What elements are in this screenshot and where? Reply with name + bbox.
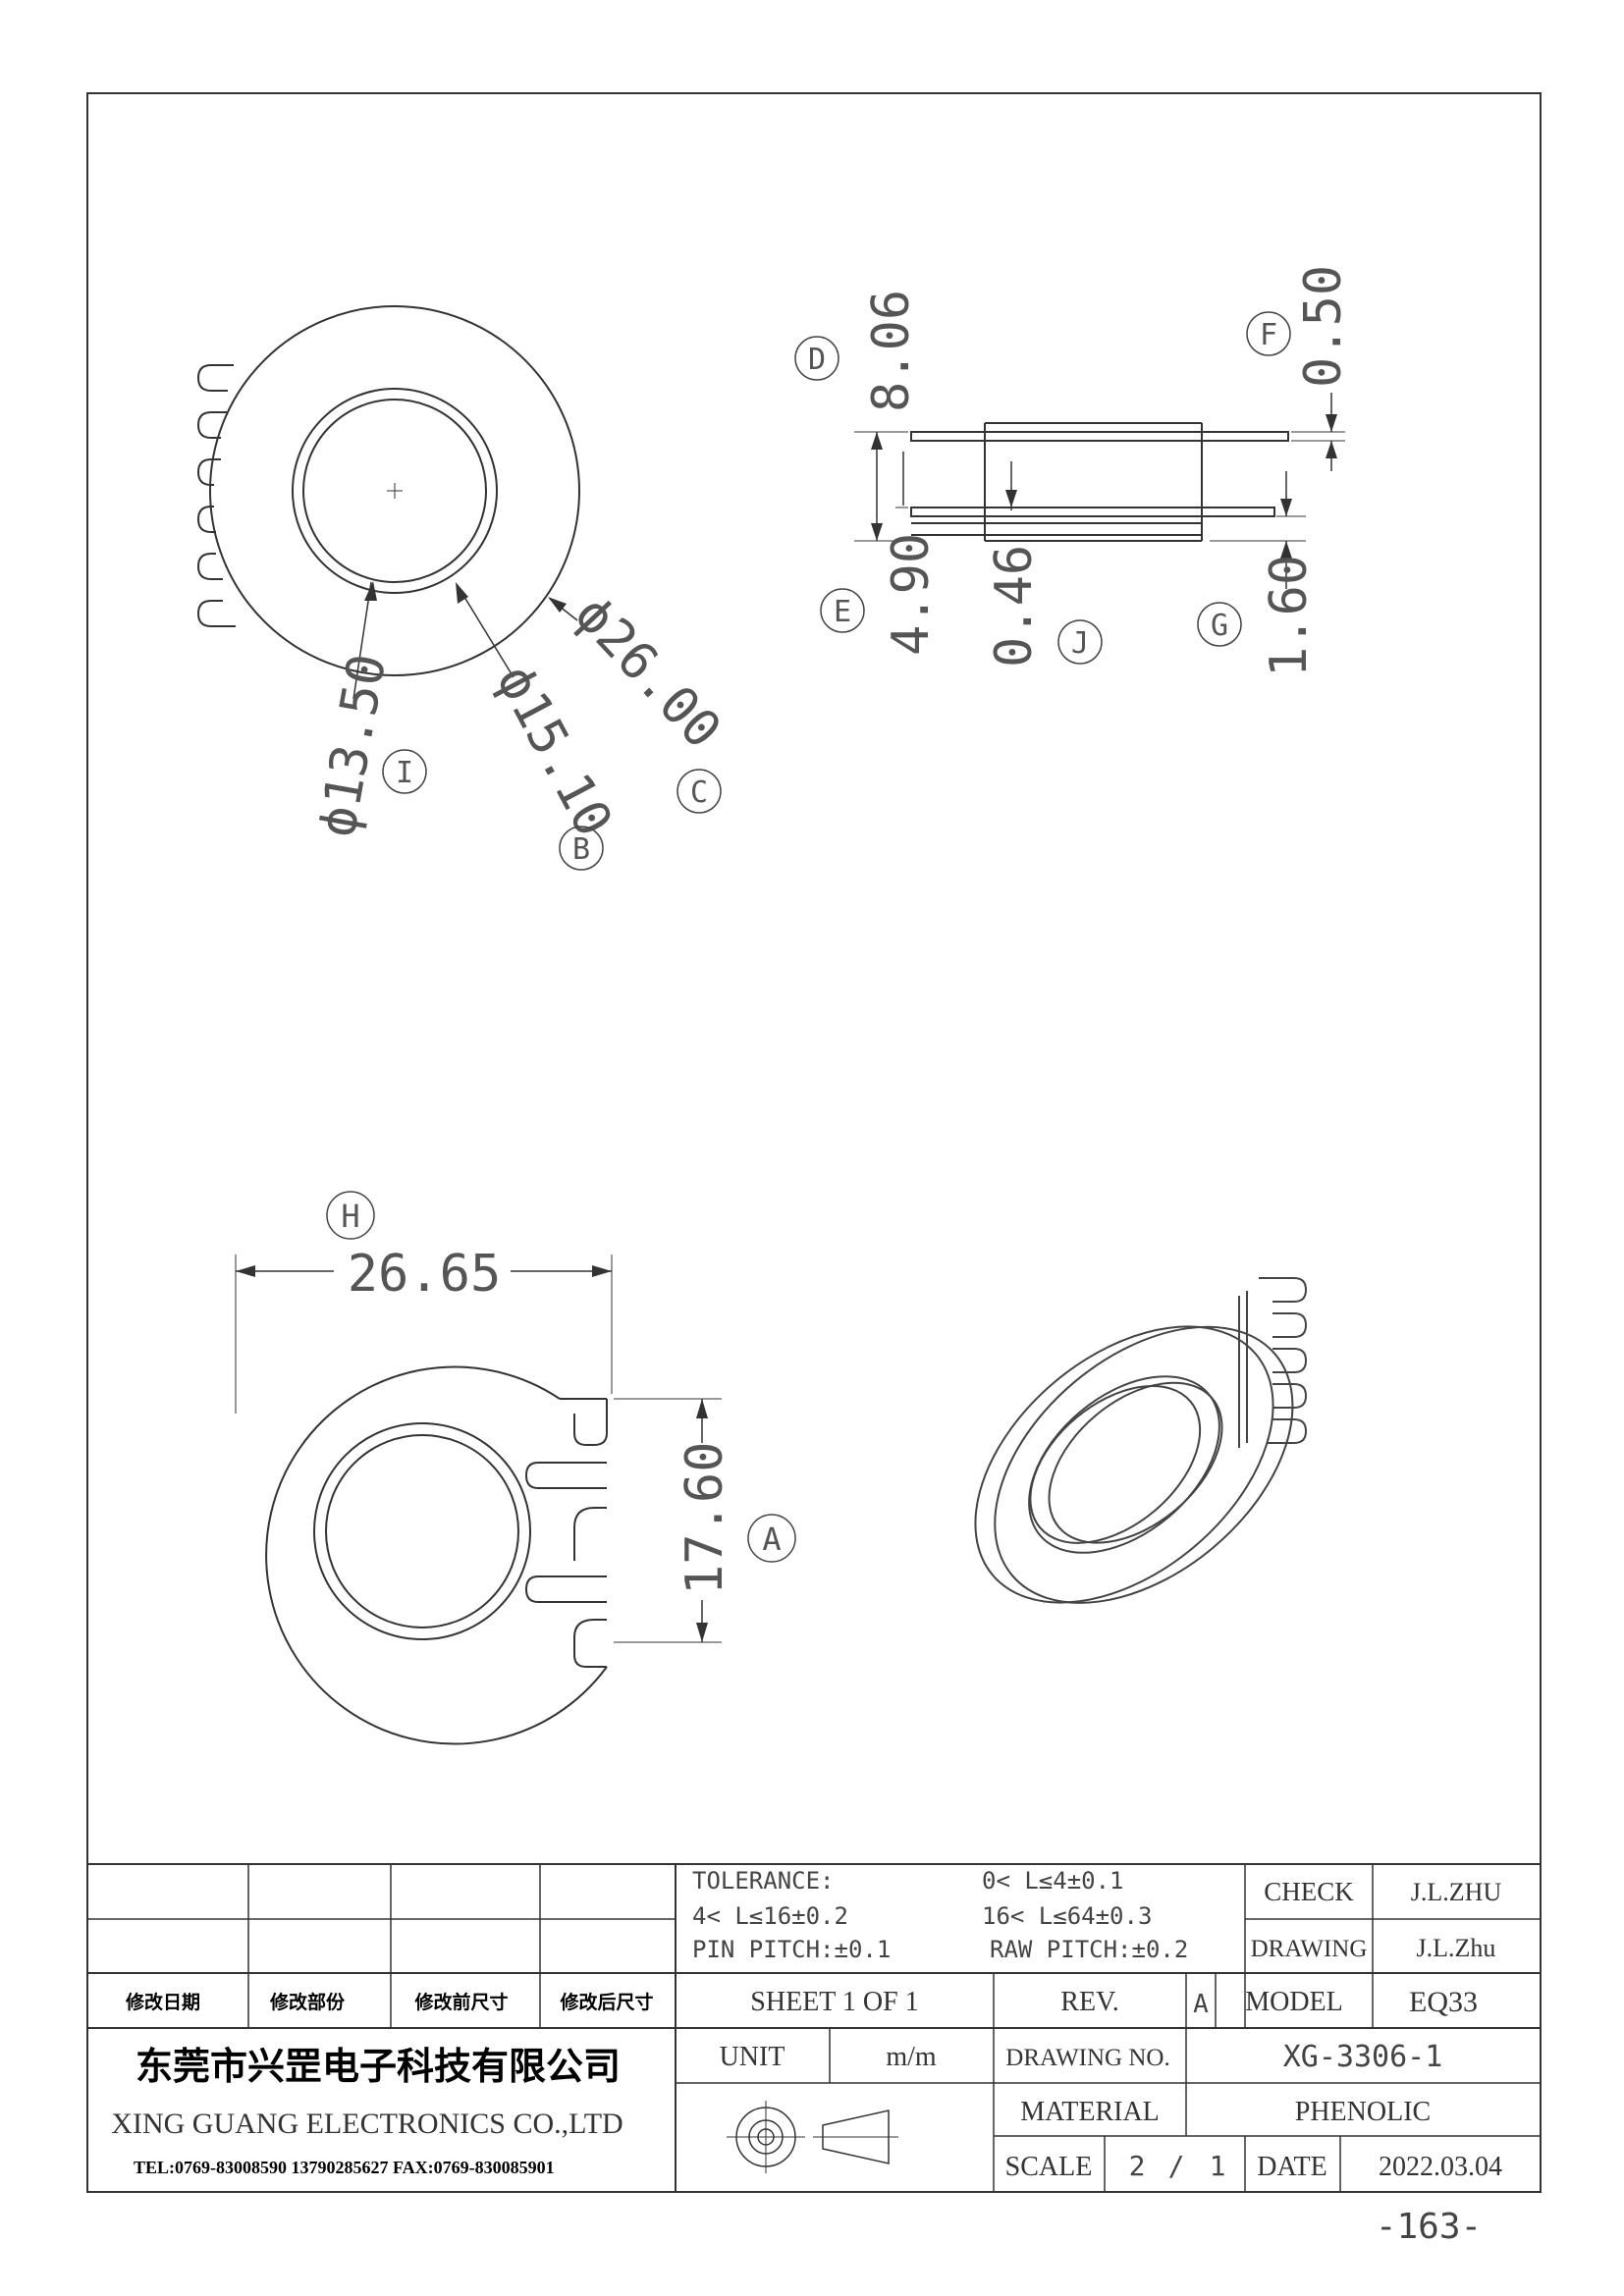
scale-den: 1: [1210, 2150, 1226, 2182]
drawing-value: J.L.Zhu: [1417, 1934, 1496, 1962]
bottom-bore-inner: [325, 1434, 519, 1629]
tolerance-label: TOLERANCE:: [692, 1867, 835, 1895]
unit-value: m/m: [886, 2042, 937, 2072]
rev-header-before: 修改前尺寸: [413, 1991, 508, 2013]
tag-wall: J: [1057, 619, 1103, 665]
svg-text:B: B: [572, 832, 590, 867]
svg-text:F: F: [1260, 318, 1277, 352]
material-label: MATERIAL: [1020, 2097, 1160, 2127]
tag-width: H: [326, 1191, 375, 1240]
model-value: EQ33: [1409, 1986, 1478, 2018]
pin-pitch: PIN PITCH:±0.1: [692, 1936, 891, 1963]
tag-flange-bottom: G: [1197, 602, 1242, 647]
svg-text:C: C: [690, 775, 708, 810]
scale-num: 2: [1129, 2150, 1146, 2182]
svg-text:G: G: [1211, 609, 1228, 643]
title-block: [86, 1863, 1542, 2193]
sheet-label: SHEET 1 OF 1: [750, 1987, 918, 2017]
svg-text:D: D: [808, 343, 826, 377]
bottom-view: [235, 1255, 722, 1745]
tag-lower: E: [820, 588, 865, 633]
flange-label: 0.50: [1294, 265, 1353, 388]
check-value: J.L.ZHU: [1411, 1878, 1502, 1906]
svg-text:A: A: [762, 1521, 781, 1558]
date-label: DATE: [1257, 2152, 1327, 2182]
svg-text:E: E: [834, 595, 851, 629]
side-view: [854, 393, 1345, 589]
flange-bottom-label: 1.60: [1260, 555, 1319, 677]
unit-label: UNIT: [720, 2042, 785, 2072]
isometric-view: [974, 1277, 1308, 1604]
scale-label: SCALE: [1005, 2152, 1093, 2182]
tag-span: A: [747, 1514, 796, 1563]
tag-middle: B: [559, 826, 604, 871]
height-total-label: 8.06: [862, 290, 921, 412]
dia-middle-label: ϕ15.10: [485, 656, 623, 846]
tag-total: D: [794, 336, 839, 381]
top-flange: [910, 431, 1289, 442]
middle-circle: [292, 388, 498, 594]
page-number: -163-: [1376, 2207, 1482, 2247]
rev-header-part: 修改部份: [269, 1991, 346, 2013]
svg-text:I: I: [396, 756, 413, 790]
rev-value: A: [1193, 1990, 1209, 2019]
check-label: CHECK: [1264, 1877, 1354, 1906]
rev-header-after: 修改后尺寸: [559, 1991, 653, 2013]
tag-inner: I: [382, 749, 427, 794]
rev-label: REV.: [1060, 1987, 1118, 2017]
dia-outer-label: ϕ26.00: [563, 585, 731, 760]
drawing-no-label: DRAWING NO.: [1005, 2045, 1169, 2071]
drawing-no-value: XG-3306-1: [1283, 2040, 1443, 2074]
company-contact: TEL:0769-83008590 13790285627 FAX:0769-8…: [134, 2158, 555, 2177]
model-label: MODEL: [1245, 1987, 1343, 2017]
scale-sep: /: [1168, 2150, 1185, 2182]
tolerance-3: 16< L≤64±0.3: [982, 1902, 1152, 1930]
dia-inner-label: ϕ13.50: [308, 650, 399, 841]
tolerance-2: 4< L≤16±0.2: [692, 1902, 848, 1930]
top-view: [196, 305, 580, 700]
company-name-cn: 东莞市兴罡电子科技有限公司: [135, 2045, 621, 2088]
inner-bore-circle: [302, 399, 487, 583]
tag-outer: C: [677, 769, 722, 814]
raw-pitch: RAW PITCH:±0.2: [990, 1936, 1188, 1963]
rev-header-date: 修改日期: [125, 1991, 200, 2013]
tolerance-1: 0< L≤4±0.1: [982, 1867, 1124, 1895]
svg-text:J: J: [1071, 626, 1089, 661]
bottom-bore-outer: [313, 1422, 531, 1640]
material-value: PHENOLIC: [1295, 2097, 1431, 2127]
wall-label: 0.46: [985, 545, 1044, 667]
tag-flange: F: [1246, 311, 1291, 356]
pin-span-label: 17.60: [676, 1441, 734, 1595]
outer-flange-circle: [209, 305, 580, 676]
date-value: 2022.03.04: [1379, 2152, 1502, 2182]
company-name-en: XING GUANG ELECTRONICS CO.,LTD: [111, 2108, 623, 2140]
height-lower-label: 4.90: [882, 533, 941, 656]
drawing-label: DRAWING: [1251, 1936, 1368, 1962]
bottom-flange: [910, 507, 1275, 517]
svg-text:H: H: [341, 1198, 359, 1235]
width-label: 26.65: [348, 1245, 502, 1304]
